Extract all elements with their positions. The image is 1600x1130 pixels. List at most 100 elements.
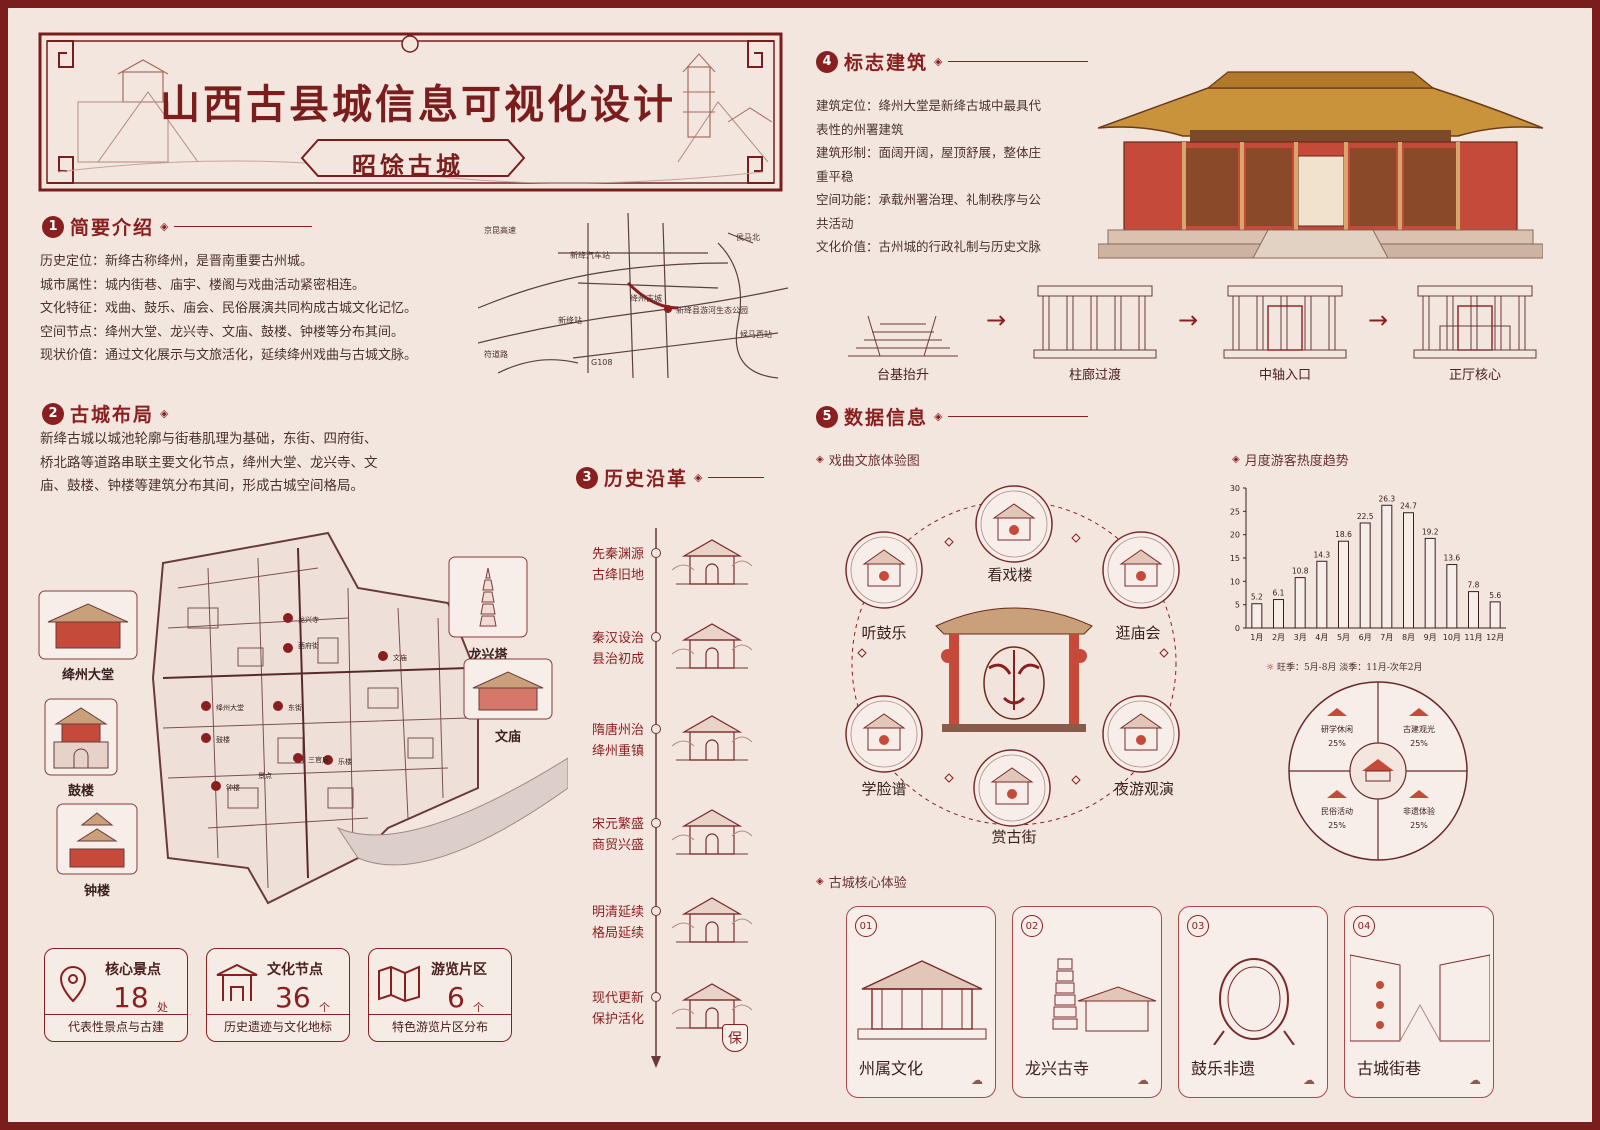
timeline-desc: 县治初成 xyxy=(591,652,644,667)
flow-step-label: 中轴入口 xyxy=(1258,368,1311,383)
x-tick-label: 8月 xyxy=(1402,633,1415,642)
timeline-node xyxy=(651,548,661,558)
section-number: 3 xyxy=(576,466,598,489)
landmark-thumb-dt xyxy=(38,590,138,660)
title-banner-frame xyxy=(38,32,783,192)
pie-slice-label: 民俗活动 xyxy=(1321,806,1353,816)
bar-value-label: 10.8 xyxy=(1292,567,1309,576)
bar-value-label: 14.3 xyxy=(1313,550,1330,559)
layout-line: 庙、鼓楼、钟楼等建筑分布其间，形成古城空间格局。 xyxy=(40,478,364,494)
sun-icon: ☼ xyxy=(1266,663,1277,673)
bar-value-label: 19.2 xyxy=(1422,527,1439,536)
pie-slice-value: 25% xyxy=(1410,739,1428,748)
y-tick-label: 25 xyxy=(1230,507,1240,516)
bar xyxy=(1468,591,1479,629)
pie-slice-value: 25% xyxy=(1328,821,1346,830)
bar-value-label: 18.6 xyxy=(1335,530,1352,539)
flow-step-illustration xyxy=(848,315,958,357)
map-place: 景点 xyxy=(258,772,272,780)
timeline-illustration xyxy=(671,715,753,761)
map-place: 绛州大堂 xyxy=(216,703,244,712)
bar xyxy=(1338,540,1349,629)
layout-text: 新绛古城以城池轮廓与街巷肌理为基础，东街、四府街、 桥北路等道路串联主要文化节点… xyxy=(40,428,480,499)
opera-experience-diagram xyxy=(845,485,1180,827)
flow-step-label: 正厅核心 xyxy=(1448,368,1501,383)
bar-value-label: 5.6 xyxy=(1489,591,1501,600)
landmark-line: 建筑定位：绛州大堂是新绛古城中最具代 xyxy=(816,98,1042,113)
section-title: 简要介绍 xyxy=(70,217,155,239)
timeline-node xyxy=(651,992,661,1002)
opera-diagram-title: ◈戏曲文旅体验图 xyxy=(816,450,920,469)
flow-step-illustration xyxy=(1033,285,1157,359)
opera-hub-icon xyxy=(1102,695,1180,773)
pie-slice-icon xyxy=(1409,790,1430,799)
diamond-icon: ◈ xyxy=(934,410,943,423)
landmark-line: 重平稳 xyxy=(816,168,854,184)
opera-diagram-title-text: 戏曲文旅体验图 xyxy=(828,454,920,469)
timeline-era: 隋唐州治 xyxy=(591,723,644,738)
opera-hub-label: 看戏楼 xyxy=(987,566,1033,584)
opera-hub-label: 学脸谱 xyxy=(861,780,907,798)
diamond-marker xyxy=(944,537,954,547)
card-label: 鼓乐非遗 xyxy=(1191,1059,1256,1078)
map-place: 东街 xyxy=(288,703,302,712)
experience-card: 03 鼓乐非遗 ☁ xyxy=(1178,906,1328,1098)
timeline-desc: 商贸兴盛 xyxy=(591,838,644,853)
timeline-label: 明清延续格局延续 xyxy=(574,902,644,944)
card-number: 01 xyxy=(855,915,877,937)
card-number: 04 xyxy=(1353,915,1375,937)
intro-line: 城市属性：城内街巷、庙宇、楼阁与戏曲活动紧密相连。 xyxy=(40,277,366,293)
opera-hub-label: 赏古街 xyxy=(991,828,1037,846)
stat-unit: 个 xyxy=(473,1001,484,1014)
landmark-thumb-gl xyxy=(44,698,118,776)
section-title: 历史沿革 xyxy=(604,468,689,490)
y-tick-label: 0 xyxy=(1235,624,1240,633)
pie-slice-icon xyxy=(1326,790,1347,799)
gate-icon-base xyxy=(1365,770,1391,782)
landmark-thumb-zl xyxy=(56,803,138,875)
timeline-era: 明清延续 xyxy=(591,905,644,920)
map-place: 三官庙 xyxy=(308,755,329,764)
x-tick-label: 3月 xyxy=(1294,633,1307,642)
section-number: 4 xyxy=(816,50,838,73)
section-intro-header: 1 简要介绍 ◈ xyxy=(42,213,313,240)
core-experience-title-text: 古城核心体验 xyxy=(828,876,907,891)
section-title: 标志建筑 xyxy=(844,52,929,74)
x-tick-label: 7月 xyxy=(1380,633,1393,642)
landmark-line: 表性的州署建筑 xyxy=(816,121,904,137)
timeline-illustration xyxy=(671,539,753,585)
bar xyxy=(1316,560,1328,629)
season-note-text: 旺季：5月-8月 淡季：11月-次年2月 xyxy=(1276,663,1423,673)
flow-step-label: 台基抬升 xyxy=(876,368,929,383)
card-label: 龙兴古寺 xyxy=(1025,1059,1090,1078)
diamond-marker xyxy=(1071,533,1081,543)
stat-unit: 处 xyxy=(157,1001,168,1014)
bar xyxy=(1424,537,1436,629)
diamond-icon: ◈ xyxy=(694,471,703,484)
pie-slice-value: 25% xyxy=(1410,821,1428,830)
map-place: 乐楼 xyxy=(338,757,352,766)
map-place: 西府街 xyxy=(298,641,319,650)
timeline-desc: 保护活化 xyxy=(591,1012,644,1027)
card-number: 03 xyxy=(1187,915,1209,937)
timeline-label: 宋元繁盛商贸兴盛 xyxy=(574,814,644,856)
cloud-icon: ☁ xyxy=(1303,1073,1315,1087)
bar xyxy=(1381,504,1393,629)
x-tick-label: 5月 xyxy=(1337,633,1350,642)
card-illustration xyxy=(1213,958,1295,1045)
pie-slice-label: 研学休闲 xyxy=(1321,724,1353,734)
map-label: 候马西站 xyxy=(740,329,772,339)
map-label: 新绛县游河生态公园 xyxy=(676,305,748,315)
stat-unit: 个 xyxy=(319,1001,330,1014)
landmark-line: 空间功能：承载州署治理、礼制秩序与公 xyxy=(816,192,1042,207)
main-hall-illustration xyxy=(1098,71,1543,259)
divider xyxy=(174,226,313,227)
section-landmark-header: 4 标志建筑 ◈ xyxy=(816,48,1089,75)
core-experience-title: ◈古城核心体验 xyxy=(816,872,907,891)
timeline-era: 现代更新 xyxy=(591,991,644,1006)
landmark-thumb-lxt xyxy=(448,556,528,638)
timeline-desc: 格局延续 xyxy=(591,926,644,941)
archway-icon xyxy=(216,963,258,1001)
divider xyxy=(948,61,1089,62)
